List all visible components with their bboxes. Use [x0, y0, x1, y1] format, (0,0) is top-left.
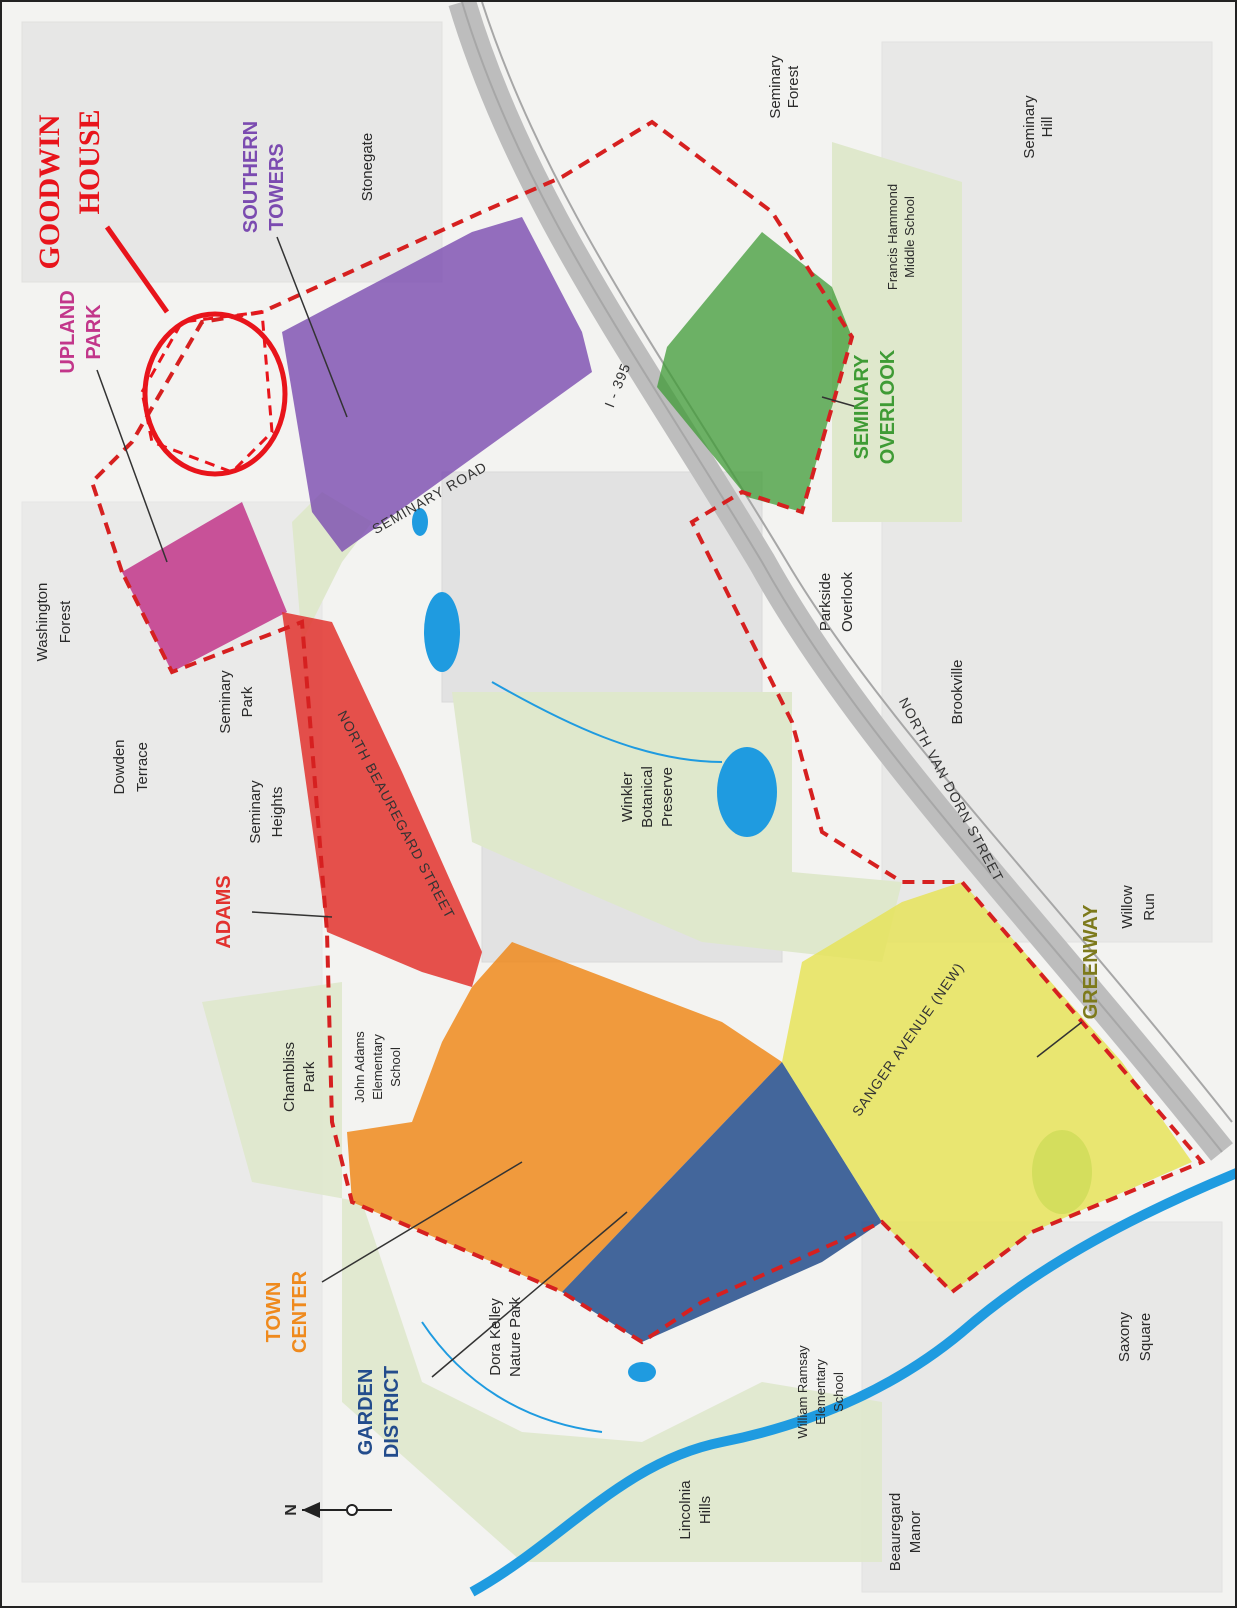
- lincolnia-hills-label-1: Lincolnia: [677, 1480, 694, 1540]
- town-center-label-2: CENTER: [289, 1270, 311, 1353]
- saxony-square-label-2: Square: [1137, 1313, 1154, 1361]
- district-southern-towers: [282, 217, 592, 552]
- district-adams: [282, 612, 482, 987]
- parkside-overlook-label-2: Overlook: [839, 571, 856, 632]
- north-arrow-letter: N: [283, 1504, 300, 1516]
- district-garden: [562, 1062, 882, 1342]
- goodwin-label-line1: GOODWIN: [33, 114, 66, 269]
- saxony-square-label-1: Saxony: [1116, 1311, 1133, 1362]
- stonegate-label: Stonegate: [359, 133, 376, 201]
- upland-park-label-2: PARK: [83, 304, 105, 360]
- district-seminary-overlook: [657, 232, 852, 512]
- district-upland-park: [122, 502, 287, 672]
- william-ramsay-label-3: School: [831, 1372, 846, 1412]
- parkside-overlook-label-1: Parkside: [817, 573, 834, 631]
- highway-i395: [448, 2, 1233, 1161]
- garden-district-label-1: GARDEN: [355, 1369, 377, 1456]
- beauregard-manor-label-1: Beauregard: [887, 1493, 904, 1571]
- southern-towers-label-2: TOWERS: [266, 143, 288, 230]
- william-ramsay-label-2: Elementary: [813, 1359, 828, 1425]
- seminary-hill-label-2: Hill: [1039, 117, 1056, 138]
- seminary-forest-label-2: Forest: [785, 65, 802, 108]
- neighborhood-labels: Stonegate Seminary Forest Seminary Hill …: [34, 55, 1158, 1571]
- washington-forest-label-2: Forest: [57, 600, 74, 643]
- washington-forest-label-1: Washington: [34, 583, 51, 662]
- william-ramsay-label-1: William Ramsay: [795, 1345, 810, 1439]
- seminary-forest-label-1: Seminary: [767, 55, 784, 119]
- north-arrow: N: [283, 1502, 392, 1518]
- goodwin-label-line2: HOUSE: [73, 109, 106, 214]
- chambliss-park-label-2: Park: [301, 1061, 318, 1092]
- southern-towers-label-1: SOUTHERN: [240, 121, 262, 233]
- lincolnia-hills-label-2: Hills: [697, 1496, 714, 1524]
- upland-park-label-1: UPLAND: [57, 290, 79, 373]
- town-center-label-1: TOWN: [263, 1282, 285, 1343]
- leader-lines: [96, 236, 1083, 1378]
- greenway-label: GREENWAY: [1080, 904, 1102, 1020]
- willow-run-label-2: Run: [1141, 893, 1158, 921]
- francis-hammond-label-1: Francis Hammond: [885, 184, 900, 290]
- willow-run-label-1: Willow: [1119, 885, 1136, 928]
- dowden-terrace-label-1: Dowden: [111, 739, 128, 794]
- seminary-overlook-label-2: OVERLOOK: [877, 349, 899, 464]
- seminary-heights-label-2: Heights: [269, 787, 286, 838]
- goodwin-house-marker: [104, 225, 288, 477]
- seminary-overlook-label-1: SEMINARY: [851, 354, 873, 459]
- winkler-label-1: Winkler: [619, 772, 636, 822]
- dowden-terrace-label-2: Terrace: [134, 742, 151, 792]
- i395-label: I - 395: [601, 360, 633, 409]
- district-greenway: [782, 882, 1192, 1292]
- brookville-label: Brookville: [949, 659, 966, 724]
- seminary-hill-label-1: Seminary: [1021, 95, 1038, 159]
- francis-hammond-label-2: Middle School: [902, 196, 917, 278]
- seminary-heights-label-1: Seminary: [247, 780, 264, 844]
- garden-district-label-2: DISTRICT: [381, 1366, 403, 1458]
- john-adams-label-2: Elementary: [370, 1034, 385, 1100]
- district-town-center: [347, 942, 782, 1292]
- winkler-label-3: Preserve: [659, 767, 676, 827]
- beauregard-manor-label-2: Manor: [907, 1511, 924, 1554]
- john-adams-label-1: John Adams: [352, 1031, 367, 1103]
- dora-kelley-label-2: Nature Park: [507, 1296, 524, 1377]
- district-labels: UPLAND PARK SOUTHERN TOWERS SEMINARY OVE…: [57, 121, 1102, 1458]
- seminary-park-label-1: Seminary: [217, 670, 234, 734]
- goodwin-house-label: GOODWIN HOUSE: [33, 109, 106, 269]
- chambliss-park-label-1: Chambliss: [281, 1042, 298, 1112]
- seminary-park-label-2: Park: [239, 686, 256, 717]
- streams: [421, 681, 1235, 1597]
- john-adams-label-3: School: [388, 1047, 403, 1087]
- dora-kelley-label-1: Dora Kelley: [487, 1298, 504, 1376]
- adams-label: ADAMS: [213, 875, 235, 948]
- winkler-label-2: Botanical: [639, 766, 656, 828]
